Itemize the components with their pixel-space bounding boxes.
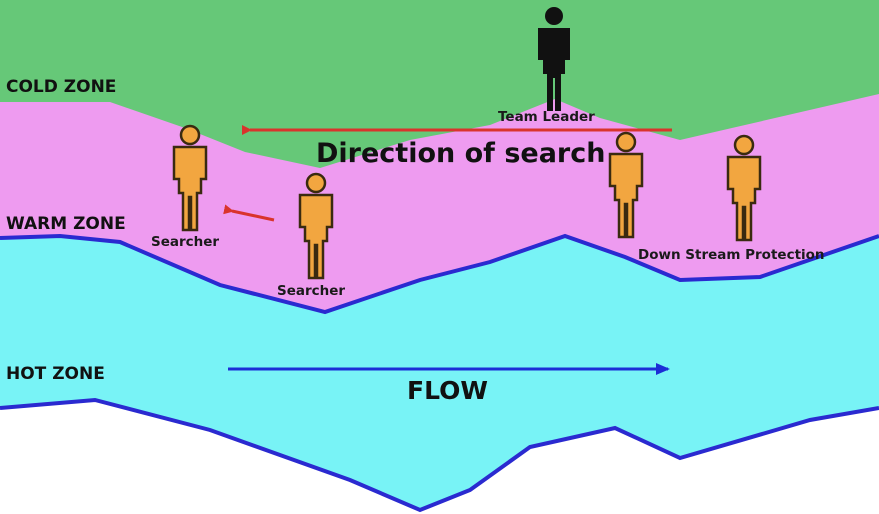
downstream-protection-label: Down Stream Protection — [638, 247, 825, 263]
direction-of-search-label: Direction of search — [316, 138, 605, 169]
hot-zone-area — [0, 236, 879, 510]
river-bottom-edge — [0, 397, 879, 513]
searcher-label: Searcher — [277, 283, 345, 299]
searcher-label: Searcher — [151, 234, 219, 250]
flow-label: FLOW — [407, 376, 488, 405]
bank-area — [0, 400, 879, 514]
cold-zone-label: COLD ZONE — [6, 77, 116, 97]
warm-zone-label: WARM ZONE — [6, 214, 126, 234]
river-top-edge — [0, 233, 879, 315]
team-leader-label: Team Leader — [498, 109, 595, 125]
hot-zone-label: HOT ZONE — [6, 364, 105, 384]
searcher-move-arrow — [223, 204, 275, 222]
